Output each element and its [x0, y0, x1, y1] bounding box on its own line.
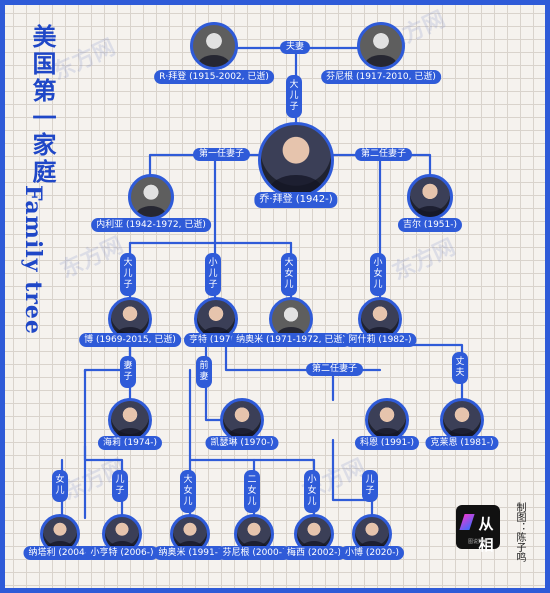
relation-label-daughter: 女儿	[52, 470, 68, 502]
page-title-english: Family tree	[20, 185, 46, 335]
person-label: 内利亚 (1942-1972, 已逝)	[91, 218, 211, 232]
relation-label-grand-small-daughter: 小女儿	[304, 470, 320, 513]
relation-label-wife: 妻子	[120, 356, 136, 388]
person-label: 芬尼根 (2000-)	[217, 546, 291, 560]
relation-label-couple: 夫妻	[280, 41, 311, 54]
relation-label-second-wife: 第二任妻子	[355, 148, 413, 161]
relation-label-small-daughter: 小女儿	[370, 253, 386, 296]
person-label: 博 (1969-2015, 已逝)	[79, 333, 181, 347]
person-label: 纳塔利 (2004-)	[23, 546, 97, 560]
brand-logo: 从相 图说数据	[456, 505, 500, 554]
relation-label-second-wife-hunter: 第二任妻子	[306, 363, 364, 376]
portrait-photo	[407, 174, 453, 220]
person-label: R·拜登 (1915-2002, 已逝)	[154, 70, 274, 84]
portrait-photo	[357, 22, 405, 70]
relation-label-big-daughter: 大女儿	[281, 253, 297, 296]
relation-label-grand-big-daughter: 大女儿	[180, 470, 196, 513]
person-label: 凯瑟琳 (1970-)	[205, 436, 279, 450]
relation-label-ex-wife: 前妻	[196, 356, 212, 388]
person-label: 小亨特 (2006-)	[85, 546, 159, 560]
portrait-photo	[128, 174, 174, 220]
credit-text: 制图：陈子鸣	[514, 502, 525, 562]
relation-label-small-son: 小儿子	[205, 253, 221, 296]
person-label: 纳奥米 (1991-)	[153, 546, 227, 560]
portrait-photo	[258, 122, 334, 198]
person-label: 克莱恩 (1981-)	[425, 436, 499, 450]
logo-text: 从相	[478, 515, 494, 554]
person-label: 科恩 (1991-)	[354, 436, 420, 450]
person-label: 乔·拜登 (1942-)	[254, 192, 338, 208]
logo-subtext: 图说数据	[467, 539, 488, 545]
relation-label-big-son: 大儿子	[120, 253, 136, 296]
portrait-photo	[440, 398, 484, 442]
relation-label-grand-second-daughter: 二女儿	[244, 470, 260, 513]
person-label: 海莉 (1974-)	[97, 436, 163, 450]
person-label: 芬尼根 (1917-2010, 已逝)	[321, 70, 441, 84]
relation-label-first-wife: 第一任妻子	[193, 148, 251, 161]
person-label: 阿什莉 (1982-)	[343, 333, 417, 347]
relation-label-son: 儿子	[112, 470, 128, 502]
person-label: 小博 (2020-)	[339, 546, 405, 560]
relation-label-eldest-son: 大儿子	[286, 75, 302, 118]
portrait-photo	[220, 398, 264, 442]
portrait-photo	[190, 22, 238, 70]
relation-label-husband: 丈夫	[452, 352, 468, 384]
person-label: 梅西 (2002-)	[281, 546, 347, 560]
portrait-photo	[108, 398, 152, 442]
page-title: 美国第一家庭	[28, 24, 56, 186]
person-label: 吉尔 (1951-)	[397, 218, 463, 232]
relation-label-grand-son: 儿子	[362, 470, 378, 502]
person-label: 纳奥米 (1971-1972, 已逝)	[231, 333, 351, 347]
